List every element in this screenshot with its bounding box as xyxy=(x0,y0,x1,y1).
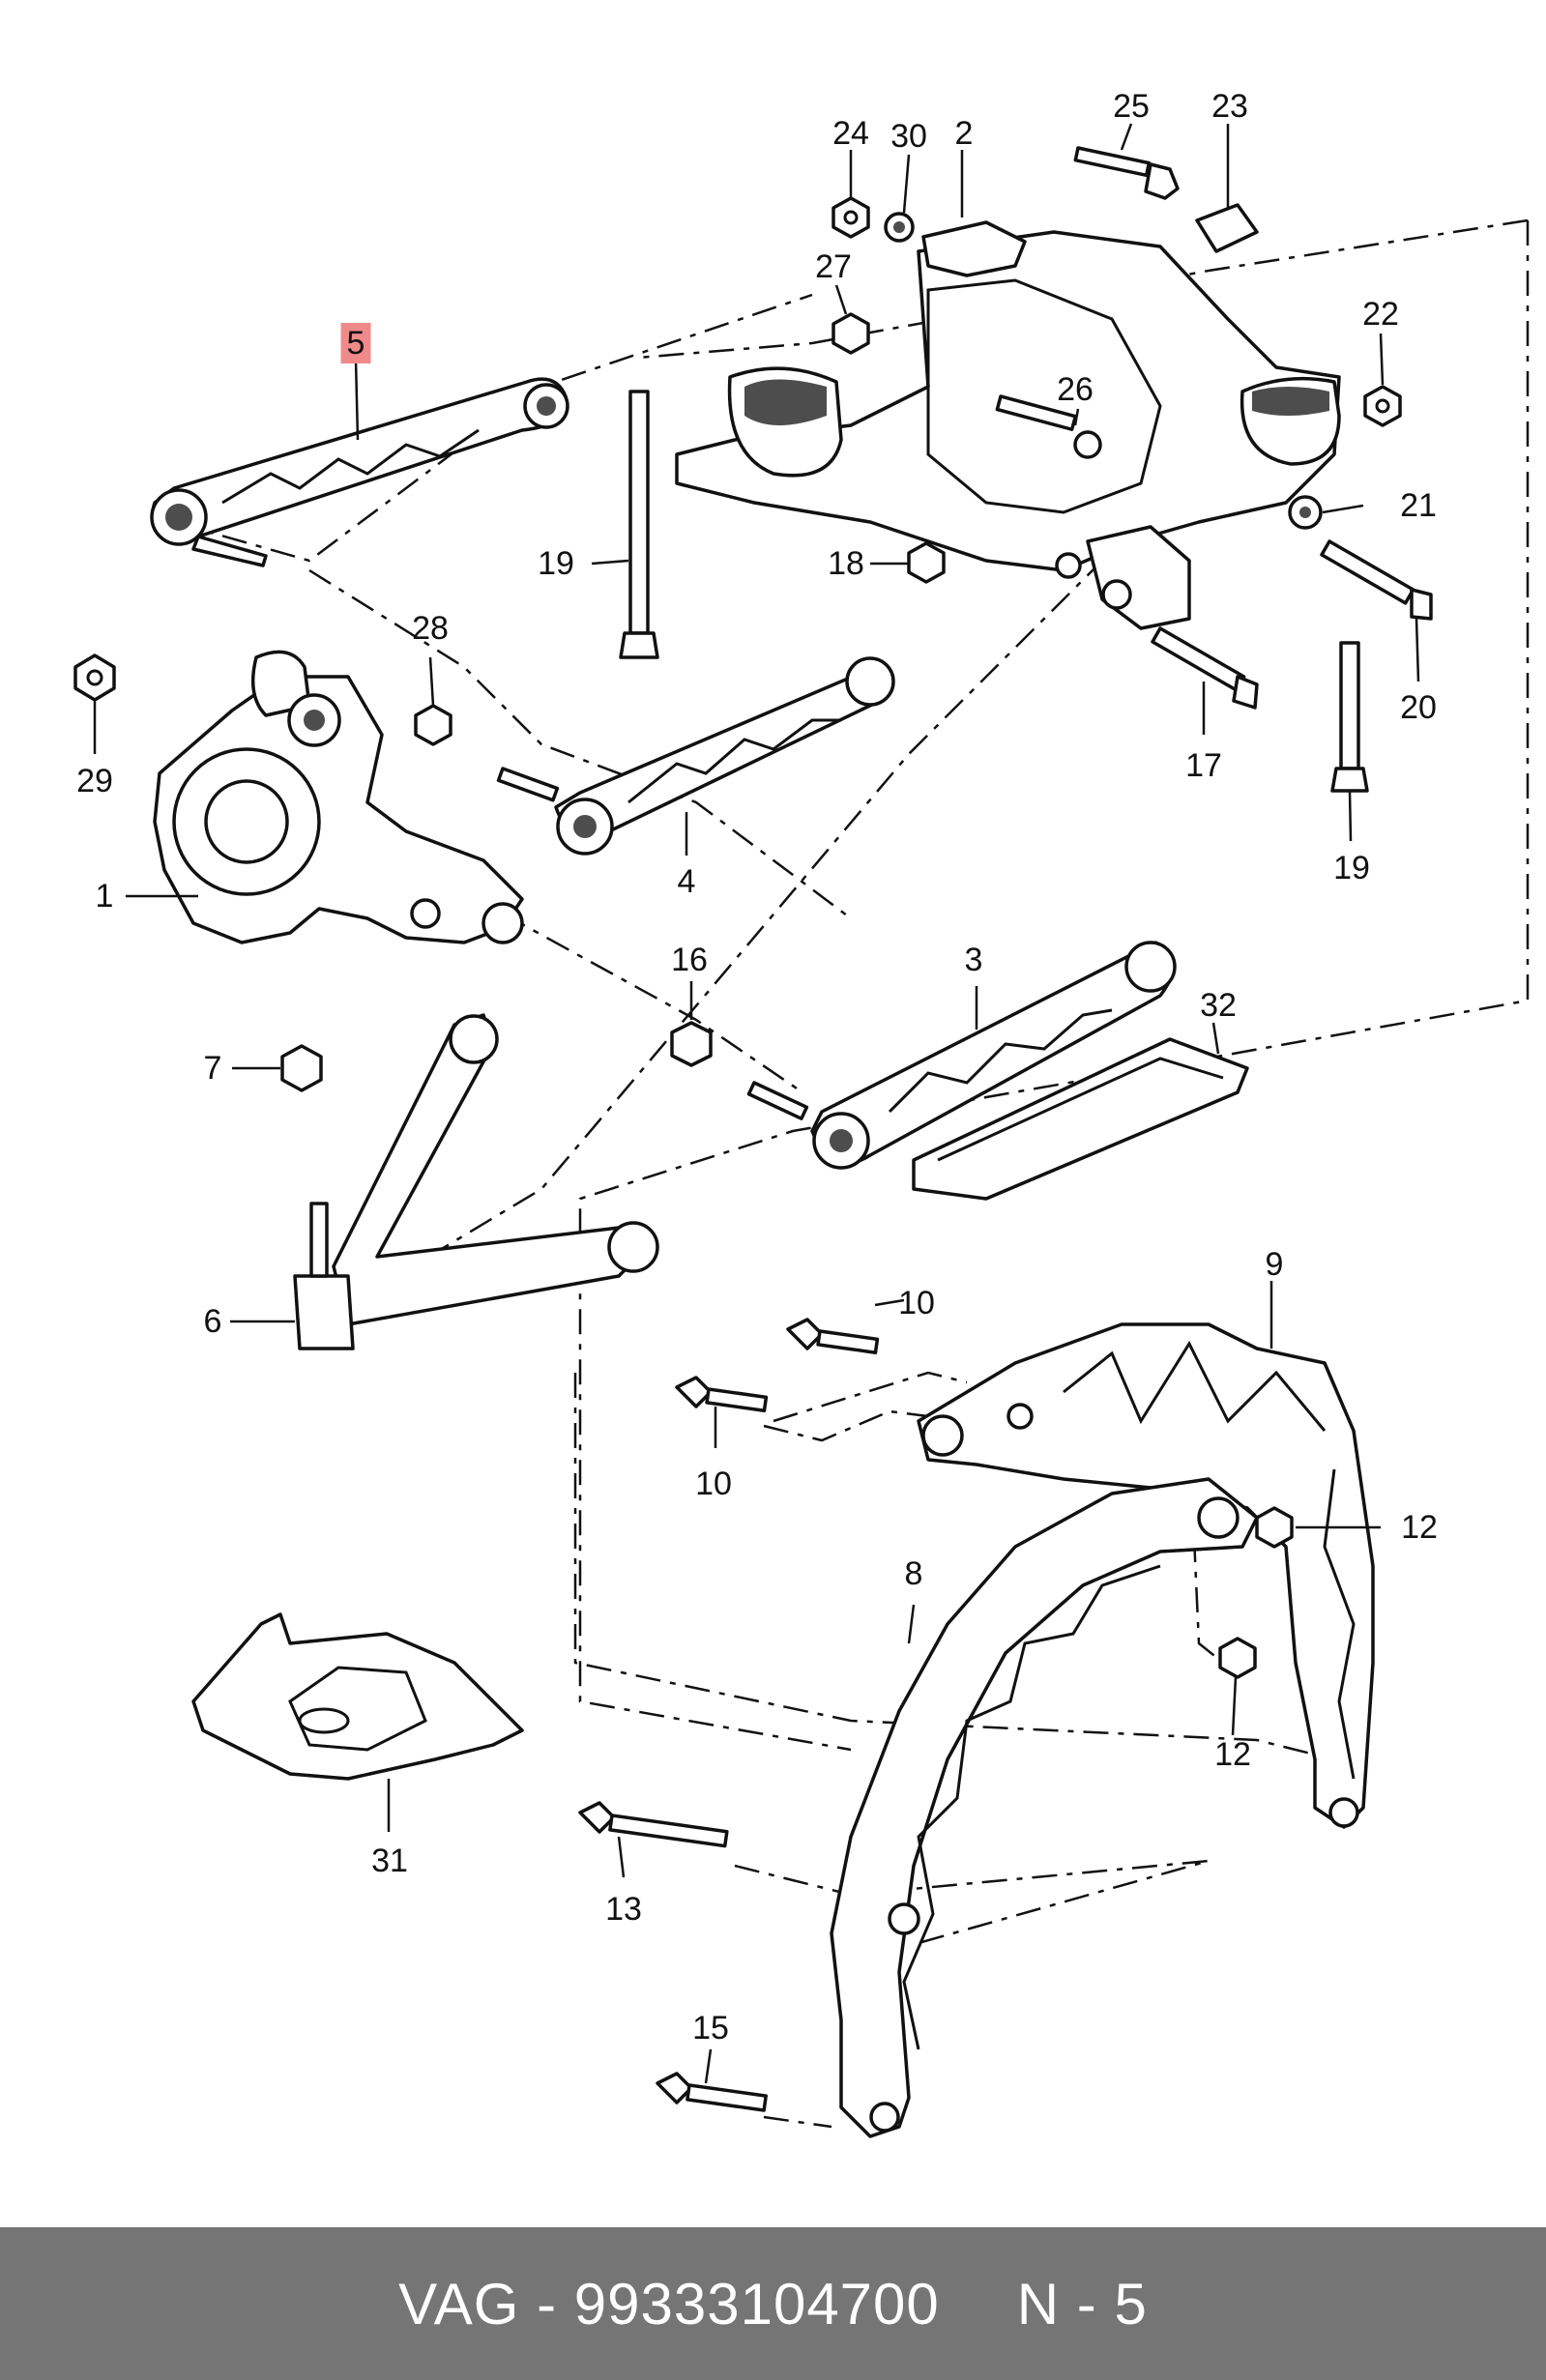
callout-26: 26 xyxy=(1057,371,1094,408)
callout-9: 9 xyxy=(1265,1246,1284,1283)
bracket-part-8 xyxy=(830,1477,1259,2138)
nut-part-7 xyxy=(280,1044,323,1092)
callout-23: 23 xyxy=(1211,88,1248,125)
leader-lines xyxy=(93,123,1420,2084)
assembly-outline-upper xyxy=(578,220,1530,1752)
bolt-part-10-top xyxy=(786,1318,880,1354)
part-number: VAG - 99333104700 xyxy=(398,2271,940,2336)
bolt-part-13 xyxy=(578,1801,729,1848)
bolt-part-10-bottom xyxy=(675,1376,769,1412)
nut-part-27 xyxy=(831,312,870,355)
upper-arm-to-subframe-line xyxy=(173,293,813,563)
callout-30: 30 xyxy=(890,118,927,155)
callout-2: 2 xyxy=(954,115,974,152)
callout-19-right: 19 xyxy=(1333,850,1370,886)
callout-8: 8 xyxy=(904,1555,923,1592)
knuckle-to-rod-line xyxy=(502,912,803,1094)
washer-part-30 xyxy=(884,212,915,243)
exploded-parts-diagram xyxy=(73,123,1530,2138)
bolt-part-15 xyxy=(656,2072,768,2112)
bolt-15-line xyxy=(763,2115,832,2129)
upper-link-part-5 xyxy=(150,377,569,567)
bolt-part-26 xyxy=(995,394,1102,459)
wheel-carrier-part-1 xyxy=(153,650,524,944)
callout-3: 3 xyxy=(964,942,983,978)
long-diagonal-line xyxy=(395,415,1248,1278)
callout-24: 24 xyxy=(832,115,869,152)
callout-13: 13 xyxy=(605,1891,642,1928)
bolt-13-line xyxy=(734,1859,1210,1945)
callout-27: 27 xyxy=(815,248,852,285)
callout-5: 5 xyxy=(340,323,371,363)
lower-arm-line xyxy=(308,568,852,919)
washer-part-21 xyxy=(1288,495,1323,530)
bolt-part-19-right xyxy=(1330,641,1369,793)
callout-22: 22 xyxy=(1362,296,1399,333)
callout-1: 1 xyxy=(95,878,114,914)
wishbone-part-6 xyxy=(293,1013,659,1350)
nut-part-12-lower xyxy=(1218,1637,1257,1679)
callout-19-left: 19 xyxy=(538,545,574,582)
callout-12-right: 12 xyxy=(1401,1509,1438,1546)
nut-part-16 xyxy=(670,1021,713,1067)
footer-bar: VAG - 99333104700 N - 5 xyxy=(0,2227,1546,2380)
bracket-part-9 xyxy=(917,1322,1375,1829)
clip-part-23 xyxy=(1195,203,1259,253)
nut-part-24 xyxy=(831,196,870,239)
nut-part-29 xyxy=(73,653,116,702)
callout-7: 7 xyxy=(203,1050,222,1087)
callout-17: 17 xyxy=(1185,747,1222,784)
bolt-part-17 xyxy=(1151,626,1259,710)
lower-link-part-3 xyxy=(746,941,1177,1170)
callout-21: 21 xyxy=(1400,487,1437,524)
callout-28: 28 xyxy=(412,610,449,647)
subframe-outline-lower xyxy=(573,1373,1335,1761)
callout-32: 32 xyxy=(1200,987,1237,1024)
callout-31: 31 xyxy=(371,1843,408,1879)
cover-part-32 xyxy=(912,1037,1249,1201)
callout-10-top: 10 xyxy=(898,1285,935,1321)
bolt-10-line-a xyxy=(773,1371,968,1423)
shield-part-31 xyxy=(191,1612,524,1781)
callout-16: 16 xyxy=(671,942,708,978)
callout-15: 15 xyxy=(692,2010,729,2046)
callout-10-bottom: 10 xyxy=(695,1466,732,1502)
callout-29: 29 xyxy=(76,763,113,799)
nut-part-28 xyxy=(414,704,452,746)
bolt-part-20 xyxy=(1320,539,1433,621)
nut-part-22 xyxy=(1363,385,1402,427)
nut-part-12-right xyxy=(1255,1506,1294,1549)
callout-20: 20 xyxy=(1400,689,1437,726)
callout-4: 4 xyxy=(677,863,696,900)
callout-12-lower: 12 xyxy=(1214,1736,1251,1773)
callout-25: 25 xyxy=(1113,88,1150,125)
nut-12-line xyxy=(1192,1536,1224,1664)
diagram-ref: N - 5 xyxy=(1016,2271,1148,2336)
nut-part-18 xyxy=(907,541,946,584)
bolt-part-25 xyxy=(1073,146,1180,200)
callout-18: 18 xyxy=(828,545,864,582)
bolt-part-19-left xyxy=(619,390,659,659)
subframe-part-2 xyxy=(675,220,1341,630)
callout-6: 6 xyxy=(203,1303,222,1340)
upper-link-part-4 xyxy=(496,656,895,856)
